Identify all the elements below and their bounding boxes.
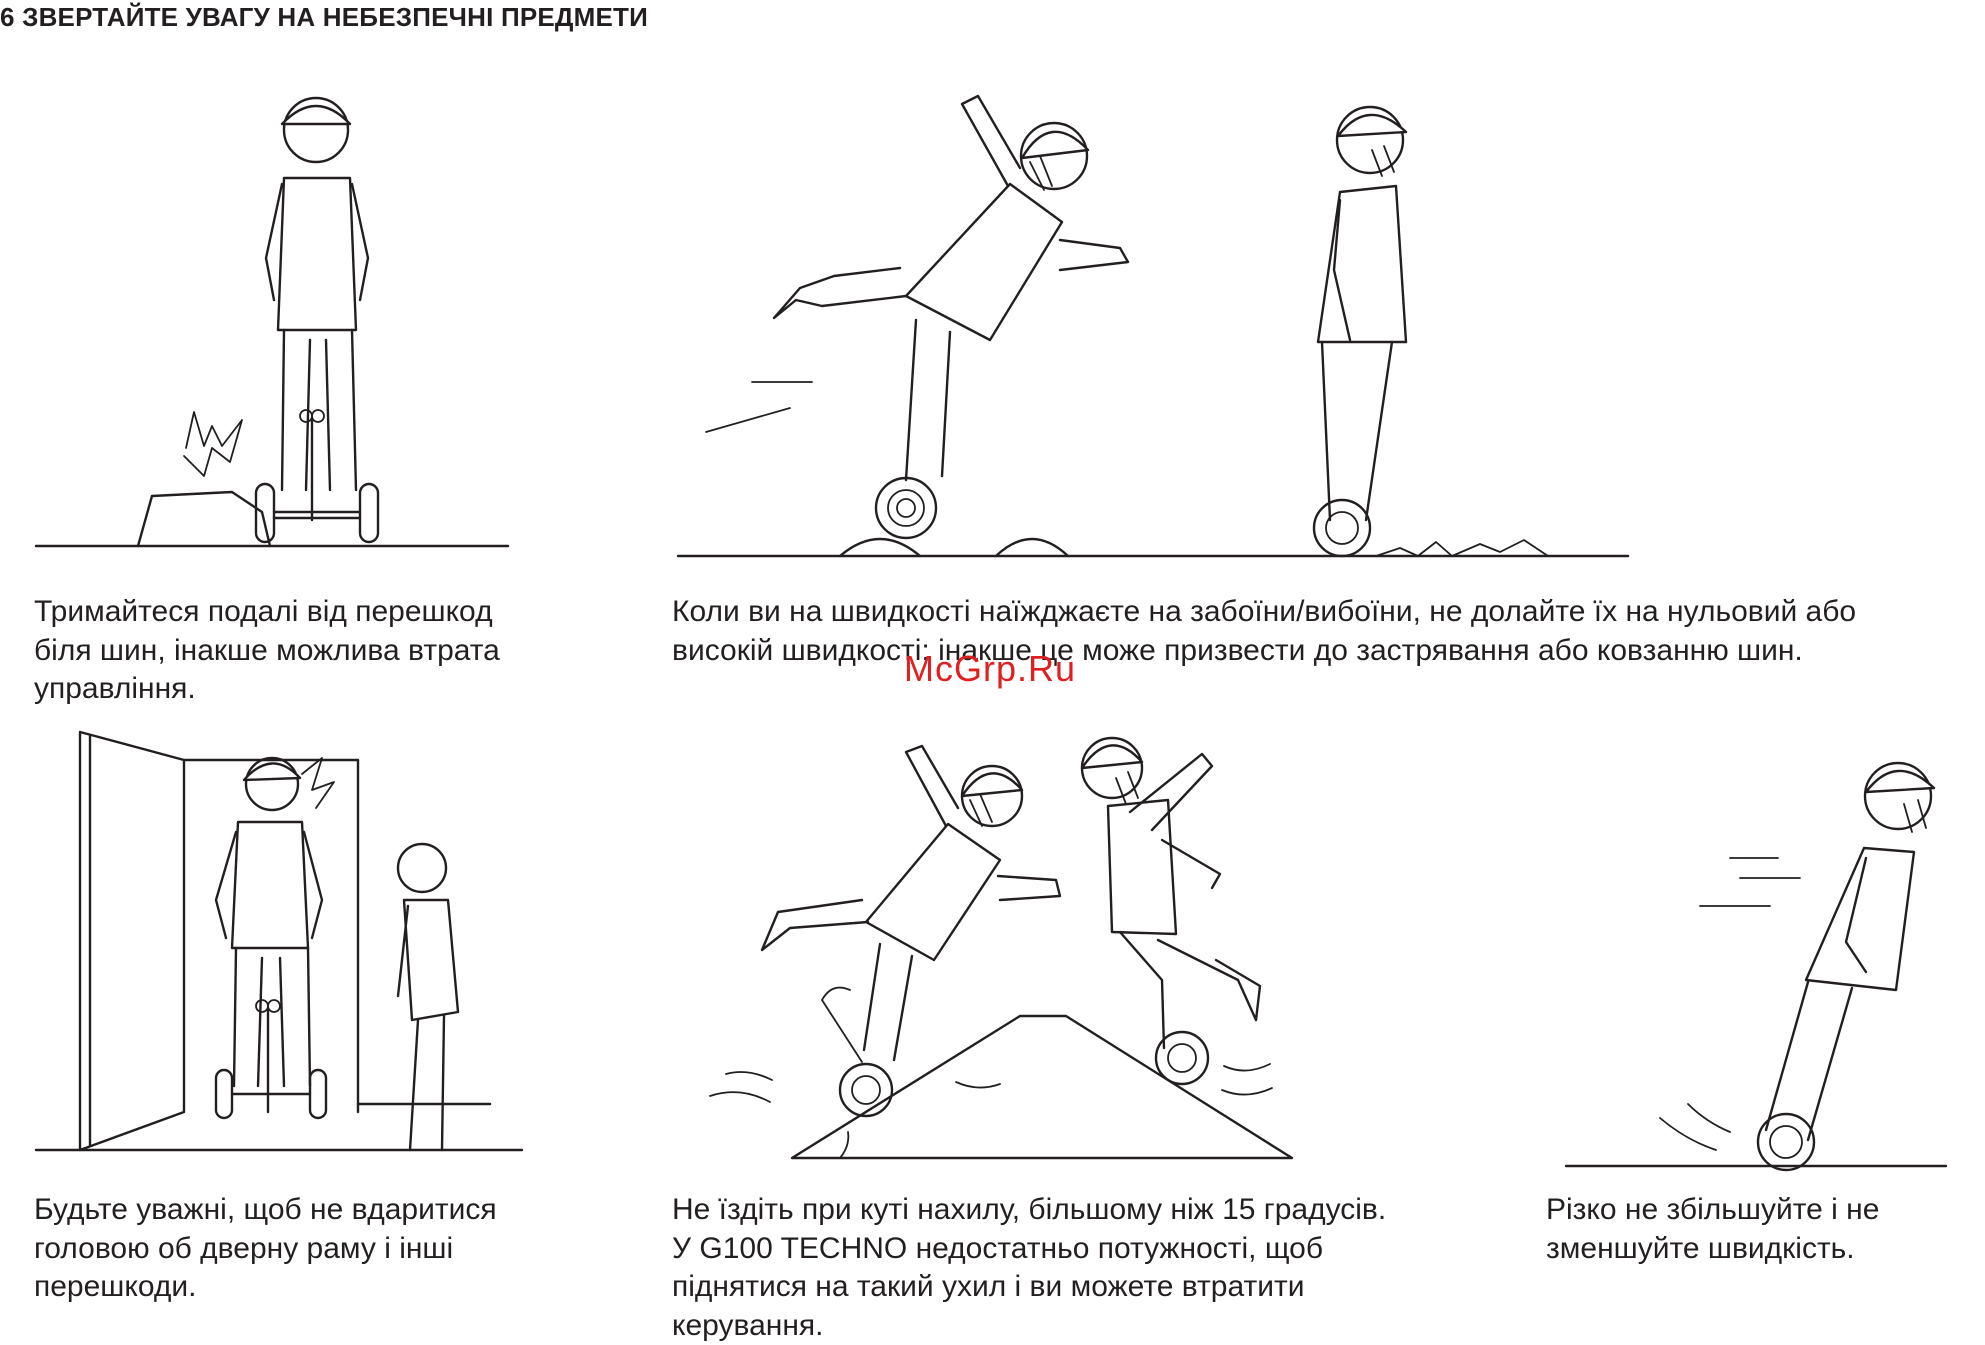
caption-line: високій швидкості; інакше це може призве… [672, 632, 1856, 671]
caption-line: піднятися на такий ухил і ви можете втра… [672, 1268, 1386, 1307]
caption-line: зменшуйте швидкість. [1546, 1230, 1879, 1269]
caption-line: Не їздіть при куті нахилу, більшому ніж … [672, 1191, 1386, 1230]
caption-line: Коли ви на швидкості наїжджаєте на забої… [672, 593, 1856, 632]
caption-line: У G100 TECHNO недостатньо потужності, що… [672, 1230, 1386, 1269]
caption-line: перешкоди. [34, 1268, 497, 1307]
caption-line: головою об дверну раму і інші [34, 1230, 497, 1269]
caption-door-frame: Будьте уважні, щоб не вдаритися головою … [34, 1191, 497, 1307]
caption-steep-slope: Не їздіть при куті нахилу, більшому ніж … [672, 1191, 1386, 1345]
caption-line: Різко не збільшуйте і не [1546, 1191, 1879, 1230]
rider-falling-on-bump-illustration [678, 96, 1628, 556]
watermark-logo: McGrp.Ru [904, 648, 1076, 690]
caption-line: керування. [672, 1307, 1386, 1345]
caption-line: управління. [34, 670, 500, 709]
caption-line: Тримайтеся подалі від перешкод [34, 593, 500, 632]
caption-line: біля шин, інакше можлива втрата [34, 632, 500, 671]
caption-line: Будьте уважні, щоб не вдаритися [34, 1191, 497, 1230]
caption-bumps-at-speed: Коли ви на швидкості наїжджаєте на забої… [672, 593, 1856, 670]
rider-falling-on-slope-illustration [710, 738, 1292, 1158]
caption-sudden-speed-change: Різко не збільшуйте і не зменшуйте швидк… [1546, 1191, 1879, 1268]
rider-sudden-acceleration-illustration [1566, 763, 1946, 1170]
caption-obstacle-near-tire: Тримайтеся подалі від перешкод біля шин,… [34, 593, 500, 709]
rider-hits-door-frame-illustration [36, 732, 522, 1150]
rider-hits-rock-illustration [36, 98, 508, 546]
